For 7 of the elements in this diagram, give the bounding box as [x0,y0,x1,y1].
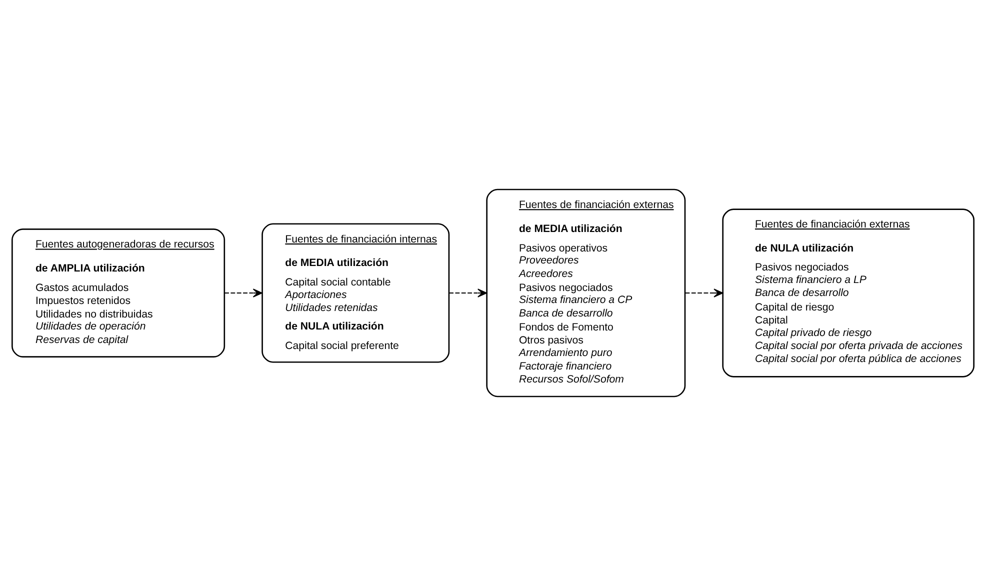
node-box: Fuentes de financiación externas de NULA utilización Pasivos negociados Sistema financiero a LP Banca de desarrollo Capital de riesgo Capital Capital privado de riesgo Capital social por oferta privada de acciones Capital social por oferta pública de acciones [722,208,974,377]
node-box: Fuentes de financiación externas de MEDIA utilización Pasivos operativos Proveedores Acreedores Pasivos negociados Sistema financiero a CP Banca de desarrollo Fondos de Fomento Otros pasivos Arrendamiento puro Factoraje financiero Recursos Sofol/Sofom [486,188,686,397]
node-box: Fuentes autogeneradoras de recursos de AMPLIA utilización Gastos acumulados Impuestos retenidos Utilidades no distribuidas Utilidades de operación Reservas de capital [12,228,226,358]
arrow [224,288,262,297]
arrow [684,288,724,297]
arrow [448,288,488,297]
node-box: Fuentes de financiación internas de MEDIA utilización Capital social contable Aportaciones Utilidades retenidas de NULA utilización Capital social preferente [262,222,450,362]
